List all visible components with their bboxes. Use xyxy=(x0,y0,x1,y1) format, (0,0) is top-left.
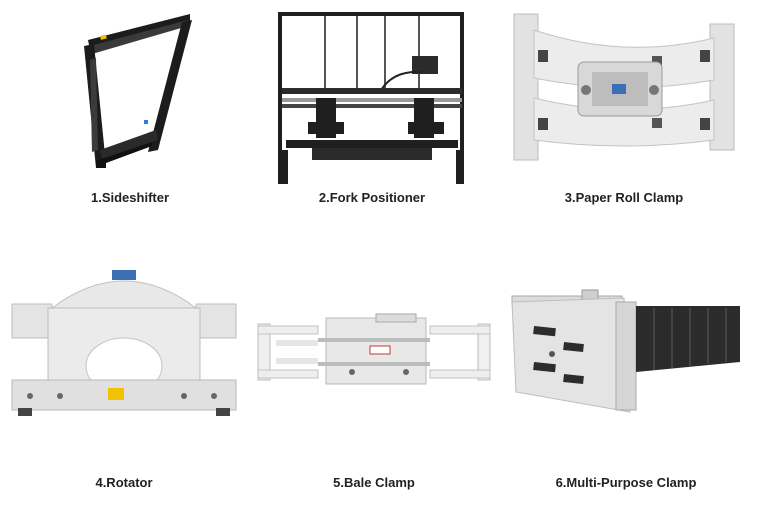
product-card-multi-purpose-clamp: 6.Multi-Purpose Clamp xyxy=(504,262,748,502)
product-caption: 4.Rotator xyxy=(95,475,153,490)
sideshifter-image xyxy=(84,14,192,168)
paper-roll-clamp-image xyxy=(513,13,735,161)
product-card-sideshifter: 1.Sideshifter xyxy=(60,0,200,215)
product-caption: 1.Sideshifter xyxy=(90,190,170,205)
product-card-rotator: 4.Rotator xyxy=(8,262,240,502)
product-card-paper-roll-clamp: 3.Paper Roll Clamp xyxy=(508,0,740,215)
product-card-bale-clamp: 5.Bale Clamp xyxy=(256,262,492,502)
product-caption: 3.Paper Roll Clamp xyxy=(564,190,684,205)
fork-positioner-image xyxy=(278,12,464,184)
product-caption: 6.Multi-Purpose Clamp xyxy=(555,475,697,490)
bale-clamp-image xyxy=(257,313,491,385)
product-caption: 5.Bale Clamp xyxy=(333,475,415,490)
multi-purpose-clamp-image xyxy=(511,289,740,413)
product-caption: 2.Fork Positioner xyxy=(318,190,426,205)
product-card-fork-positioner: 2.Fork Positioner xyxy=(272,0,472,215)
rotator-image xyxy=(11,270,237,416)
